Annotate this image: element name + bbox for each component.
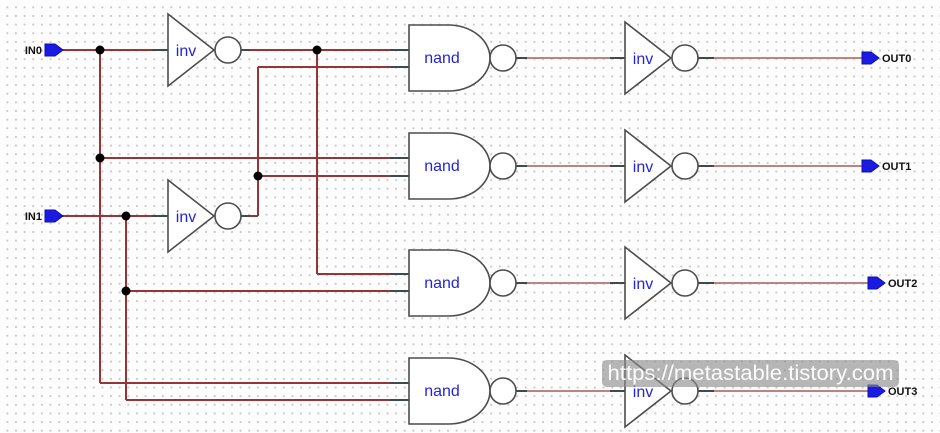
inverter-triangle[interactable] <box>167 12 216 88</box>
output-pin-icon[interactable] <box>861 159 880 173</box>
nand-gate-1[interactable]: nand <box>408 132 517 200</box>
nand-bubble[interactable] <box>489 152 517 180</box>
inverter-gate-in0[interactable]: inv <box>167 12 242 88</box>
inverter-bubble[interactable] <box>671 44 699 72</box>
output-label: OUT1 <box>882 161 911 173</box>
output-label: OUT2 <box>888 278 917 290</box>
inverter-gate-out2[interactable]: inv <box>624 245 699 321</box>
watermark-url: https://metastable.tistory.com <box>608 362 894 385</box>
inverter-gate-in1[interactable]: inv <box>167 178 242 254</box>
output-pin-icon[interactable] <box>861 51 880 65</box>
junctions <box>95 45 322 296</box>
gate-label: inv <box>176 43 196 60</box>
inverter-bubble[interactable] <box>671 152 699 180</box>
inverter-bubble[interactable] <box>214 202 242 230</box>
inverter-bubble[interactable] <box>214 36 242 64</box>
input-label: IN0 <box>25 45 42 57</box>
net-in1[interactable] <box>62 215 392 401</box>
gate-label: nand <box>424 383 460 400</box>
watermark-badge: https://metastable.tistory.com <box>602 360 899 387</box>
output-port-out0[interactable]: OUT0 <box>861 51 911 65</box>
gate-label: inv <box>633 384 653 401</box>
net-in0-inverted[interactable] <box>249 49 392 275</box>
gate-label: inv <box>633 159 653 176</box>
output-port-out1[interactable]: OUT1 <box>861 159 911 173</box>
junction-dot <box>253 171 263 181</box>
nand-bubble[interactable] <box>489 269 517 297</box>
inverter-triangle[interactable] <box>624 128 673 204</box>
inverter-gate-out0[interactable]: inv <box>624 20 699 96</box>
gate-label: nand <box>424 158 460 175</box>
gate-label: inv <box>176 209 196 226</box>
watermark-background <box>602 360 899 387</box>
nets-outputs[interactable] <box>526 57 868 392</box>
junction-dot <box>121 211 131 221</box>
input-port-in1[interactable]: IN1 <box>25 209 64 223</box>
gate-label: nand <box>424 50 460 67</box>
input-port-in0[interactable]: IN0 <box>25 43 64 57</box>
inverter-triangle[interactable] <box>624 20 673 96</box>
output-port-out2[interactable]: OUT2 <box>867 276 917 290</box>
nand-bubble[interactable] <box>489 377 517 405</box>
output-label: OUT3 <box>888 386 917 398</box>
gate-label: nand <box>424 275 460 292</box>
input-pin-icon[interactable] <box>44 209 64 223</box>
inverter-gate-out1[interactable]: inv <box>624 128 699 204</box>
gate-label: inv <box>633 51 653 68</box>
junction-dot <box>121 286 131 296</box>
input-label: IN1 <box>25 211 42 223</box>
inverter-triangle[interactable] <box>167 178 216 254</box>
output-port-out3[interactable]: OUT3 <box>867 384 917 398</box>
junction-dot <box>312 45 322 55</box>
junction-dot <box>95 153 105 163</box>
nand-gate-2[interactable]: nand <box>408 249 517 317</box>
inverter-triangle[interactable] <box>624 245 673 321</box>
output-label: OUT0 <box>882 53 911 65</box>
net-in1-inverted[interactable] <box>249 66 392 217</box>
pin-stubs <box>152 49 714 401</box>
gate-label: inv <box>633 276 653 293</box>
nand-gate-3[interactable]: nand <box>408 357 517 425</box>
inverter-bubble[interactable] <box>671 269 699 297</box>
nand-gate-0[interactable]: nand <box>408 24 517 92</box>
junction-dot <box>95 45 105 55</box>
nand-bubble[interactable] <box>489 44 517 72</box>
input-pin-icon[interactable] <box>44 43 64 57</box>
output-pin-icon[interactable] <box>867 276 886 290</box>
